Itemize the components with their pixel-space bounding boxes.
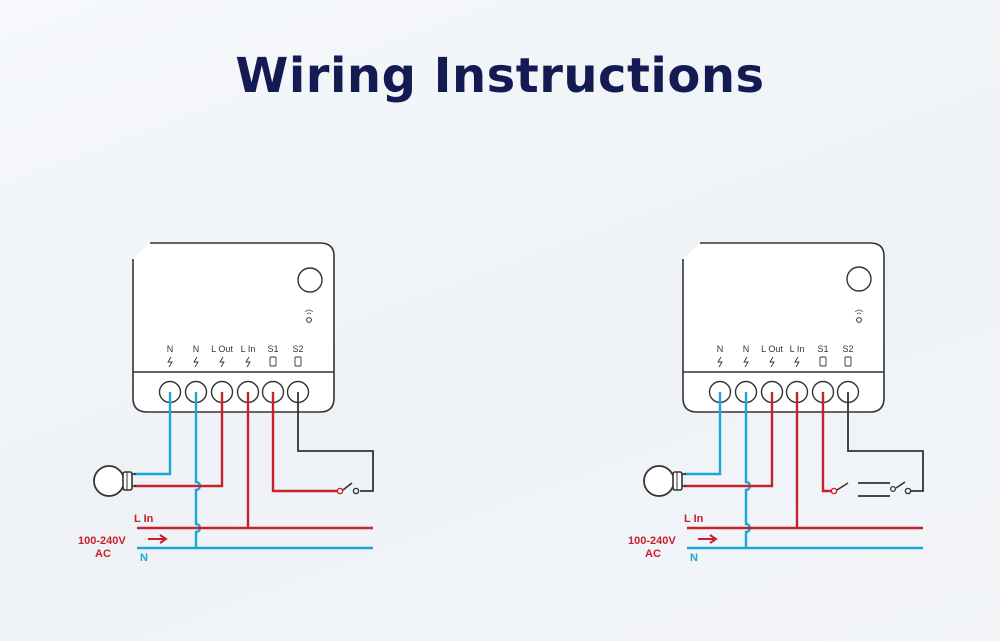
neutral-wires [134,392,373,550]
arrow-right-icon [148,534,168,544]
module-body [132,242,335,413]
neutral-label: N [690,552,698,564]
live-wires [134,392,373,530]
switch-terminal-icon [269,356,277,367]
switch-terminal-icon [294,356,302,367]
ac-label: AC [645,548,661,560]
bolt-icon [794,356,800,368]
terminal-label-l-out: L Out [761,344,783,354]
terminal-label-n2: N [743,344,750,354]
wifi-led-icon [304,309,314,323]
bolt-icon [245,356,251,368]
terminal-label-l-out: L Out [211,344,233,354]
pairing-button [297,267,323,293]
bolt-icon [167,356,173,368]
arrow-right-icon [698,534,718,544]
terminal-label-s2: S2 [292,344,303,354]
light-bulb-icon [643,465,686,497]
terminal-label-n1: N [167,344,174,354]
switch-terminal-icon [819,356,827,367]
terminal-label-s2: S2 [842,344,853,354]
single-switch-icon [336,482,360,495]
terminal-label-s1: S1 [267,344,278,354]
terminal-label-n2: N [193,344,200,354]
bolt-icon [717,356,723,368]
terminal-label-l-in: L In [241,344,256,354]
module-body [682,242,885,413]
terminal-label-n1: N [717,344,724,354]
voltage-label: 100-240V [78,535,126,547]
live-wires [684,392,923,530]
bolt-icon [193,356,199,368]
neutral-label: N [140,552,148,564]
wifi-led-icon [854,309,864,323]
switch-terminal-icon [844,356,852,367]
ac-label: AC [95,548,111,560]
page-title: Wiring Instructions [235,48,765,104]
live-in-label: L In [134,513,154,525]
terminal-label-l-in: L In [790,344,805,354]
two-way-switch-icon [830,481,912,495]
live-in-label: L In [684,513,704,525]
terminal-symbols [167,356,302,368]
switch-wire [297,392,374,492]
bolt-icon [743,356,749,368]
pairing-button [846,266,872,292]
bolt-icon [769,356,775,368]
terminal-label-s1: S1 [817,344,828,354]
terminal-symbols [717,356,852,368]
neutral-wires [684,392,923,550]
voltage-label: 100-240V [628,535,676,547]
two-way-switch-diagram: N N L Out L In S1 S2 [628,242,924,564]
light-bulb-icon [93,465,136,497]
single-switch-diagram: N N L Out L In S1 S2 [78,242,374,564]
bolt-icon [219,356,225,368]
switch-wire [847,392,924,497]
